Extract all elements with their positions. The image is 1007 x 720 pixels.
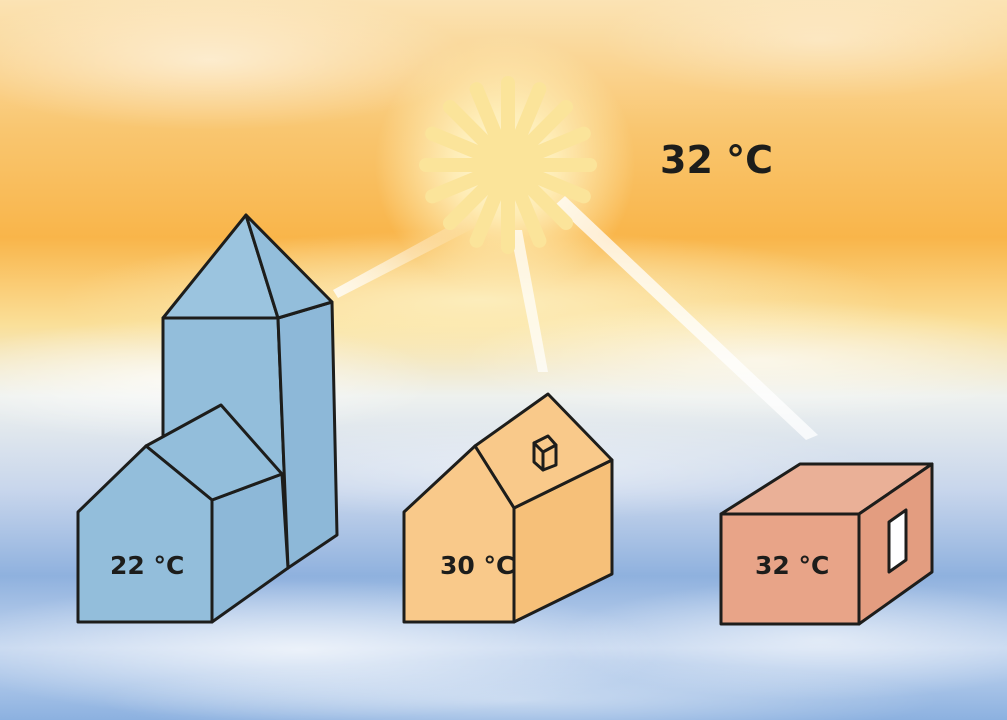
red-box-house: 32 °C (719, 462, 934, 626)
sun-ray (469, 82, 504, 145)
sun-ray (425, 169, 488, 204)
window-icon (887, 508, 908, 574)
chimney-icon (532, 434, 558, 472)
orange-house-front (402, 444, 516, 624)
sun-ray (512, 82, 547, 145)
sun-ray (425, 126, 488, 161)
sun-core (474, 131, 542, 199)
tower-roof-side (244, 213, 334, 320)
red-house-temperature-label: 32 °C (755, 551, 829, 580)
sun-ray (512, 185, 547, 248)
orange-house-temperature-label: 30 °C (440, 551, 514, 580)
sun-ray (469, 185, 504, 248)
sun-ray (528, 126, 591, 161)
sun-temperature-label: 32 °C (660, 138, 773, 182)
house-front (76, 444, 214, 624)
sun-ray (528, 169, 591, 204)
sun-ray (443, 100, 494, 151)
sun-ray (443, 179, 494, 230)
sun-icon (419, 76, 597, 254)
sun-ray (522, 100, 573, 151)
orange-house: 30 °C (402, 392, 614, 624)
blue-tower-house: 22 °C (76, 213, 339, 624)
sun-rays (333, 196, 818, 440)
blue-house-temperature-label: 22 °C (110, 551, 184, 580)
sun-ray (522, 179, 573, 230)
